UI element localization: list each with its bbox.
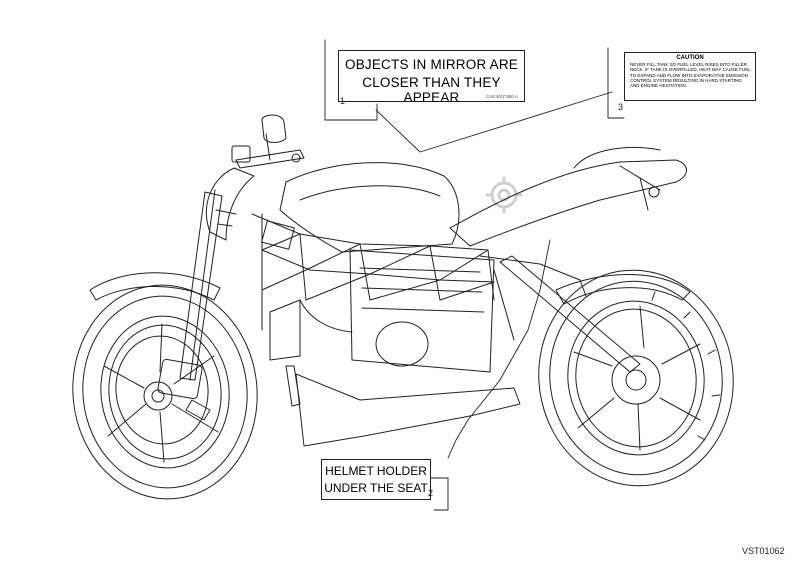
seat-tail: [449, 159, 687, 247]
front-fork: [157, 189, 223, 421]
headlight-fairing: [206, 167, 255, 241]
swingarm: [499, 255, 641, 373]
fuel-caution-title: CAUTION: [676, 55, 704, 61]
handlebar: [231, 114, 305, 169]
helmet-holder-line2: UNDER THE SEAT: [324, 481, 428, 495]
rear-wheel: [538, 269, 734, 487]
helmet-holder-label: HELMET HOLDER UNDER THE SEAT: [321, 459, 431, 500]
exhaust: [295, 373, 521, 447]
fuel-caution-label: CAUTION NEVER FILL TANK SO FUEL LEVEL RI…: [624, 52, 756, 101]
mirror-warning-line1: OBJECTS IN MIRROR ARE: [345, 57, 518, 72]
callout-number-1: 1: [340, 96, 346, 106]
diagram-reference-code: VST01062: [742, 546, 785, 556]
rear-fender: [555, 274, 691, 305]
callout-number-2: 2: [428, 488, 434, 498]
leader-lines: [324, 39, 625, 511]
mirror-warning-label: OBJECTS IN MIRROR ARE CLOSER THAN THEY A…: [338, 50, 525, 105]
fuel-tank: [279, 162, 460, 253]
mirror-warning-code: CA8.4(0)*1B0.A: [485, 94, 518, 99]
trellis-frame: [251, 213, 495, 331]
callout-number-3: 3: [618, 102, 624, 112]
mirror-warning-line2: CLOSER THAN THEY APPEAR: [362, 75, 501, 105]
watermark-gear-icon: [485, 176, 523, 214]
front-wheel: [72, 284, 258, 500]
front-fender: [89, 272, 221, 301]
fuel-caution-text: NEVER FILL TANK SO FUEL LEVEL RISES INTO…: [630, 62, 751, 89]
engine: [269, 249, 495, 373]
helmet-holder-line1: HELMET HOLDER: [325, 464, 427, 478]
